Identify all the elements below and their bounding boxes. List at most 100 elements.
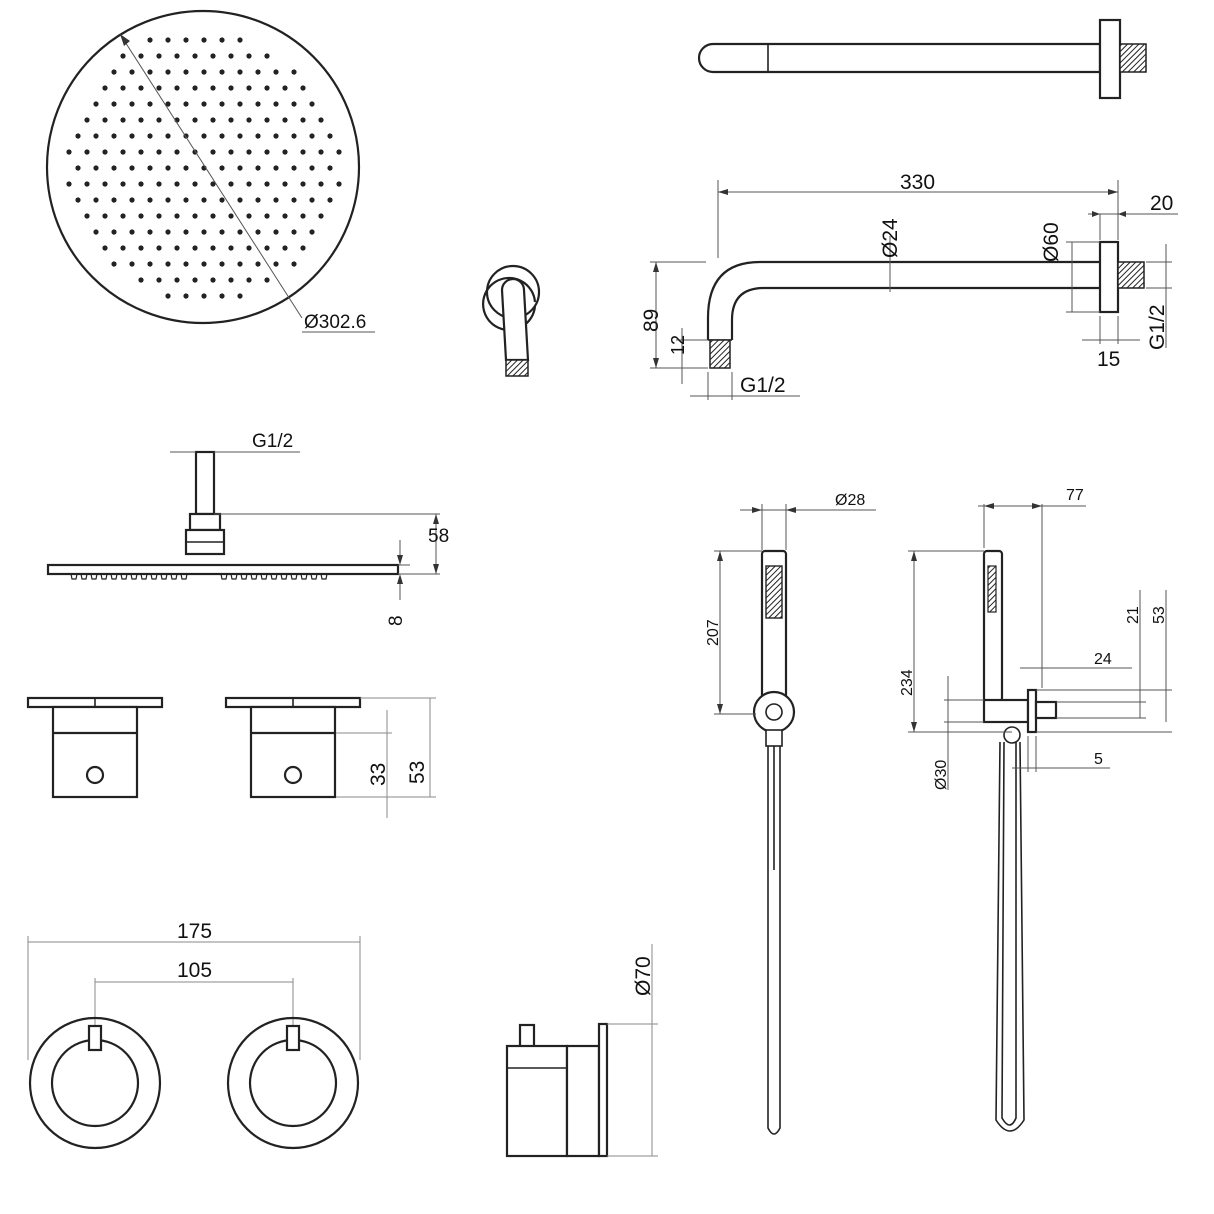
nozzle-dot bbox=[219, 261, 225, 267]
nozzle-dot bbox=[138, 181, 144, 187]
outlet-total-height-label: 53 bbox=[1151, 606, 1168, 624]
nozzle-dot bbox=[219, 69, 225, 75]
nozzle-dot bbox=[111, 133, 117, 139]
side-nozzle bbox=[100, 573, 108, 580]
nozzle-dot bbox=[165, 293, 171, 299]
nozzle-dot bbox=[174, 277, 180, 283]
side-nozzle bbox=[170, 573, 178, 580]
nozzle-dot bbox=[102, 85, 108, 91]
nozzle-dot bbox=[318, 149, 324, 155]
nozzle-dot bbox=[147, 261, 153, 267]
nozzle-dot bbox=[210, 181, 216, 187]
side-nozzle bbox=[260, 573, 268, 580]
nozzle-dot bbox=[210, 277, 216, 283]
nozzle-dot bbox=[120, 245, 126, 251]
nozzle-dot bbox=[210, 53, 216, 59]
valve-handles-front-view: 175 105 bbox=[27, 920, 361, 1150]
nozzle-dot bbox=[264, 245, 270, 251]
nozzle-dot bbox=[102, 181, 108, 187]
nozzle-dot bbox=[75, 133, 81, 139]
nozzle-dot bbox=[273, 101, 279, 107]
handset-hose bbox=[767, 746, 781, 1135]
nozzle-dot bbox=[174, 53, 180, 59]
nozzle-dot bbox=[264, 213, 270, 219]
nozzle-dot bbox=[129, 133, 135, 139]
nozzle-dot bbox=[219, 229, 225, 235]
side-nozzle bbox=[320, 573, 328, 580]
nozzle-dot bbox=[93, 165, 99, 171]
nozzle-dot bbox=[255, 133, 261, 139]
shower-head-nozzles bbox=[66, 37, 342, 299]
nozzle-dot bbox=[174, 85, 180, 91]
nozzle-dot bbox=[228, 53, 234, 59]
side-nozzle bbox=[130, 573, 138, 580]
nozzle-dot bbox=[174, 245, 180, 251]
nozzle-dot bbox=[273, 133, 279, 139]
shower-head-side-view: G1/2 58 8 bbox=[46, 431, 449, 626]
nozzle-dot bbox=[237, 37, 243, 43]
side-nozzle bbox=[280, 573, 288, 580]
handset-holder bbox=[752, 690, 796, 734]
nozzle-dot bbox=[201, 229, 207, 235]
head-height-label: 58 bbox=[428, 526, 449, 547]
nozzle-dot bbox=[147, 133, 153, 139]
nozzle-dot bbox=[138, 213, 144, 219]
nozzle-dot bbox=[201, 133, 207, 139]
nozzle-dot bbox=[228, 117, 234, 123]
nozzle-dot bbox=[246, 149, 252, 155]
nozzle-dot bbox=[102, 149, 108, 155]
bracket-wall-plate bbox=[1026, 688, 1038, 734]
nozzle-dot bbox=[84, 213, 90, 219]
nozzle-dot bbox=[327, 165, 333, 171]
nozzle-dot bbox=[183, 197, 189, 203]
bracket-outlet bbox=[1034, 700, 1058, 720]
side-nozzle bbox=[70, 573, 78, 580]
nozzle-dot bbox=[174, 181, 180, 187]
nozzle-dot bbox=[147, 69, 153, 75]
nozzle-dot bbox=[93, 197, 99, 203]
nozzle-dot bbox=[138, 245, 144, 251]
arm-wall-thread bbox=[1117, 261, 1145, 289]
nozzle-dot bbox=[237, 293, 243, 299]
side-nozzle bbox=[220, 573, 228, 580]
nozzle-dot bbox=[183, 293, 189, 299]
nozzle-dot bbox=[291, 101, 297, 107]
outlet-thread bbox=[505, 359, 529, 377]
nozzle-dot bbox=[219, 293, 225, 299]
nozzle-dot bbox=[228, 181, 234, 187]
nozzle-dot bbox=[309, 197, 315, 203]
nozzle-dot bbox=[165, 133, 171, 139]
nozzle-dot bbox=[156, 277, 162, 283]
valve-trim-plate bbox=[597, 1022, 609, 1158]
nozzle-dot bbox=[282, 213, 288, 219]
nozzle-dot bbox=[273, 69, 279, 75]
nozzle-dot bbox=[300, 149, 306, 155]
nozzle-dot bbox=[246, 245, 252, 251]
arm-side-lower-edge bbox=[730, 286, 1100, 340]
nozzle-dot bbox=[183, 261, 189, 267]
nozzle-dot bbox=[246, 181, 252, 187]
nozzle-dot bbox=[318, 181, 324, 187]
nozzle-dot bbox=[291, 165, 297, 171]
shower-head-top-view: Ø302.6 bbox=[45, 9, 375, 333]
nozzle-dot bbox=[273, 229, 279, 235]
nozzle-dot bbox=[201, 101, 207, 107]
side-nozzle bbox=[180, 573, 188, 580]
nozzle-dot bbox=[309, 165, 315, 171]
inlet-thread-label: G1/2 bbox=[740, 374, 786, 397]
nozzle-dot bbox=[246, 53, 252, 59]
nozzle-dot bbox=[264, 149, 270, 155]
shower-head-outline bbox=[45, 9, 361, 325]
nozzle-dot bbox=[192, 85, 198, 91]
arm-top-thread bbox=[1119, 43, 1147, 73]
nozzle-dot bbox=[282, 117, 288, 123]
nozzle-dot bbox=[102, 213, 108, 219]
nozzle-dot bbox=[255, 229, 261, 235]
nozzle-dot bbox=[165, 37, 171, 43]
nozzle-dot bbox=[129, 261, 135, 267]
nozzle-dot bbox=[120, 181, 126, 187]
side-nozzle bbox=[90, 573, 98, 580]
nozzle-dot bbox=[300, 181, 306, 187]
handset-nozzle-face bbox=[765, 565, 783, 619]
